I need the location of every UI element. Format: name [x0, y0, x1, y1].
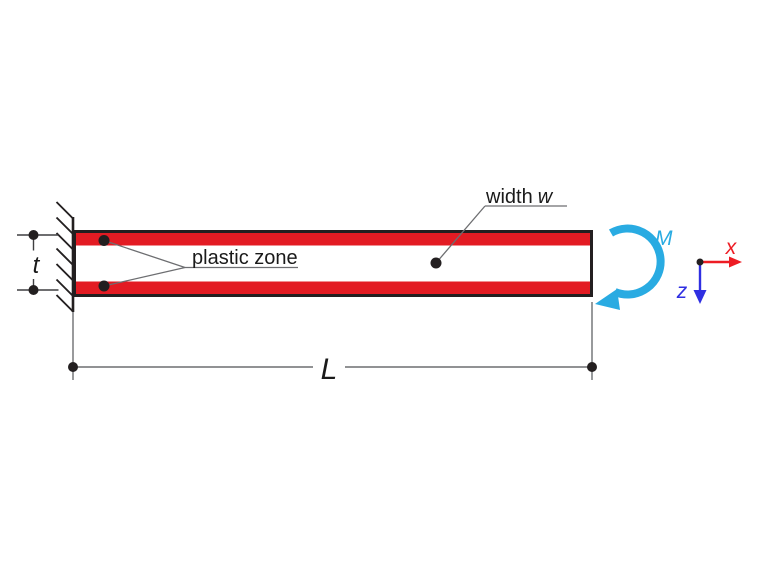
fixed-support-hatching — [55, 201, 74, 313]
origin-dot — [696, 258, 704, 266]
length-dimension — [68, 302, 597, 380]
support-hatch-line — [55, 263, 74, 282]
x-axis-label: x — [725, 236, 737, 259]
support-hatch-line — [55, 216, 74, 235]
thickness-dimension — [17, 230, 59, 295]
moment-arc — [608, 224, 665, 299]
plastic-zone-top-strip — [76, 233, 590, 246]
z-axis-arrowhead-icon — [693, 290, 707, 304]
coordinate-system — [693, 256, 742, 304]
l-dim-right-dot — [587, 362, 597, 372]
plastic-zone-bottom-dot — [98, 280, 110, 292]
plastic-zone-bottom-leader — [103, 266, 186, 287]
moment-arrowhead-icon — [595, 289, 620, 310]
plastic-zone-top-leader — [103, 239, 186, 269]
plastic-zone-bottom-strip — [76, 281, 590, 294]
length-symbol: L — [320, 353, 338, 386]
moment-arrow — [595, 224, 665, 310]
width-dot — [430, 257, 442, 269]
width-label-text: width — [486, 186, 533, 208]
plastic-zone-top-dot — [98, 235, 110, 246]
width-callout — [430, 205, 567, 269]
l-dim-left-dot — [68, 362, 78, 372]
width-leader — [435, 205, 486, 264]
support-hatch-line — [55, 232, 74, 251]
x-axis-arrowhead-icon — [729, 256, 742, 268]
support-hatch-line — [55, 278, 74, 297]
z-axis-label: z — [676, 280, 688, 303]
support-hatch-line — [55, 247, 74, 266]
support-hatch-line — [55, 294, 74, 313]
moment-symbol: M — [655, 227, 673, 250]
plastic-zone-callout — [98, 235, 298, 292]
plastic-zone-label: plastic zone — [192, 247, 298, 269]
width-symbol: w — [537, 186, 553, 208]
t-dim-top-dot — [28, 230, 39, 240]
thickness-symbol: t — [32, 252, 40, 279]
t-dim-bottom-dot — [28, 285, 39, 295]
fixed-support — [55, 201, 75, 313]
beam — [73, 230, 593, 297]
support-hatch-line — [55, 201, 74, 220]
